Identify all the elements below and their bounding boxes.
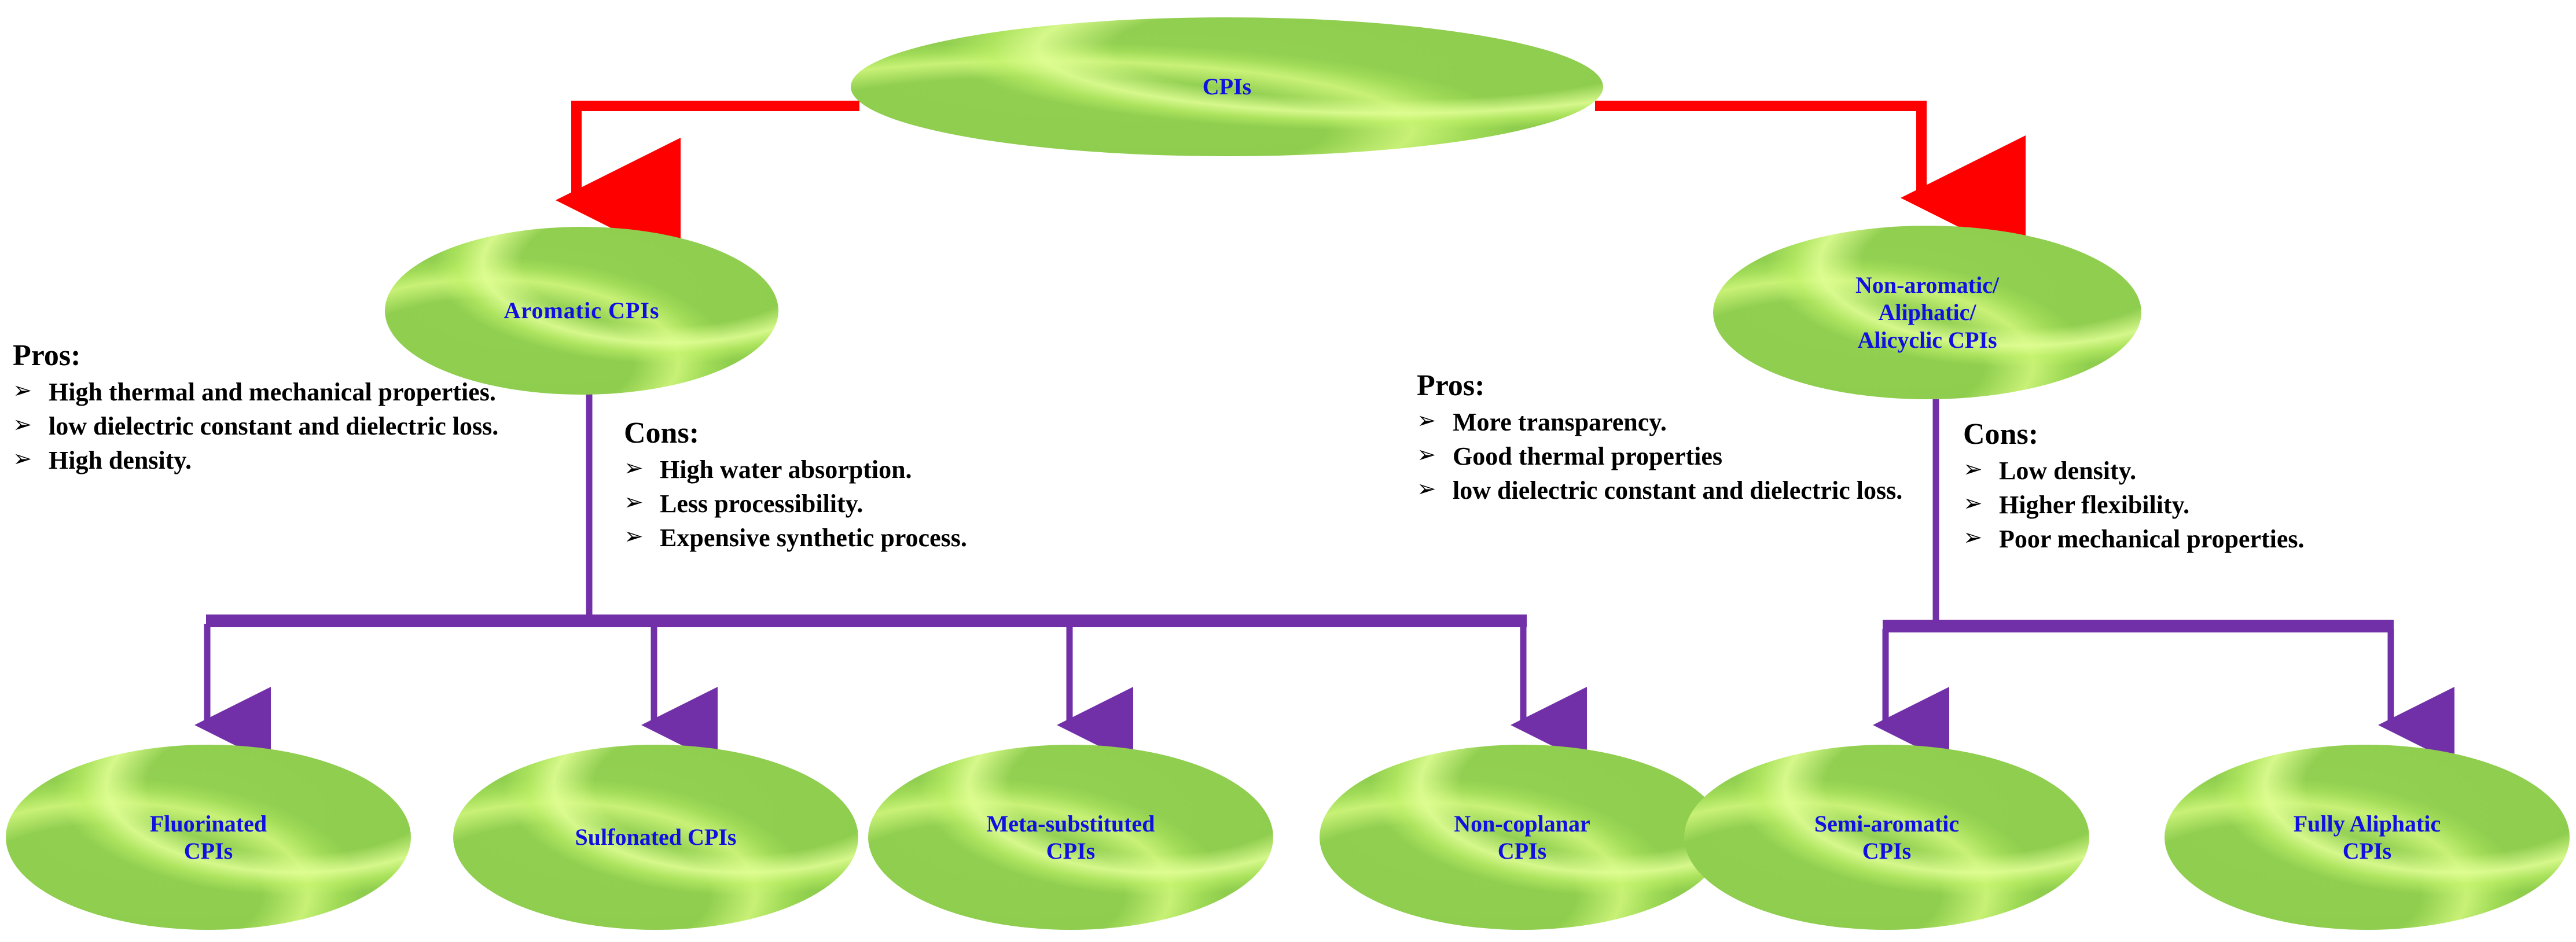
connector-root-to-non-aromatic	[1595, 101, 2026, 260]
list-item-text: More transparency.	[1453, 407, 1667, 436]
pros-heading: Pros:	[1417, 369, 1485, 402]
node-fluorinated-cpis-label: Fluorinated CPIs	[148, 810, 269, 864]
node-meta-substituted-cpis[interactable]: Meta-substituted CPIs	[868, 745, 1273, 930]
node-non-aromatic-cpis-label: Non-aromatic/ Aliphatic/ Alicyclic CPIs	[1853, 271, 2001, 354]
node-aromatic-cpis-label: Aromatic CPIs	[504, 297, 660, 324]
leaf-line-1: Non-coplanar	[1454, 810, 1590, 837]
list-item: ➢ High water absorption.	[624, 453, 1191, 486]
list-item-text: Good thermal properties	[1453, 441, 1723, 470]
node-non-aromatic-cpis[interactable]: Non-aromatic/ Aliphatic/ Alicyclic CPIs	[1713, 226, 2141, 399]
list-item: ➢ High thermal and mechanical properties…	[13, 376, 580, 409]
list-item: ➢ Expensive synthetic process.	[624, 521, 1191, 554]
leaf-line-1: Fully Aliphatic	[2293, 810, 2441, 837]
arrow-bullet-icon: ➢	[1417, 475, 1436, 502]
arrow-bullet-icon: ➢	[13, 411, 32, 438]
node-fluorinated-cpis[interactable]: Fluorinated CPIs	[6, 745, 411, 930]
node-semi-aromatic-cpis[interactable]: Semi-aromatic CPIs	[1684, 745, 2089, 930]
list-item-text: low dielectric constant and dielectric l…	[1453, 476, 1903, 505]
list-item: ➢ High density.	[13, 444, 580, 477]
list-item-text: High water absorption.	[660, 455, 912, 484]
node-sulfonated-cpis-label: Sulfonated CPIs	[575, 824, 737, 851]
leaf-line-2: CPIs	[2342, 838, 2392, 864]
arrow-bullet-icon: ➢	[1963, 490, 1983, 517]
cons-heading: Cons:	[1963, 418, 2039, 451]
leaf-line-2: CPIs	[183, 838, 233, 864]
list-item-text: High thermal and mechanical properties.	[49, 377, 496, 406]
list-item-text: Higher flexibility.	[1999, 490, 2190, 519]
arrow-bullet-icon: ➢	[1963, 524, 1983, 551]
arrow-bullet-icon: ➢	[624, 454, 644, 481]
list-item: ➢ Low density.	[1963, 454, 2548, 487]
cons-list: ➢ Low density. ➢ Higher flexibility. ➢ P…	[1963, 454, 2548, 556]
list-item-text: Less processibility.	[660, 489, 863, 518]
pros-list: ➢ More transparency. ➢ Good thermal prop…	[1417, 406, 1938, 507]
connector-non-aromatic-bus	[1873, 399, 2454, 763]
list-item: ➢ Less processibility.	[624, 487, 1191, 520]
list-item-text: low dielectric constant and dielectric l…	[49, 411, 499, 440]
list-item: ➢ Poor mechanical properties.	[1963, 522, 2548, 555]
list-item-text: Poor mechanical properties.	[1999, 524, 2305, 553]
pros-list: ➢ High thermal and mechanical properties…	[13, 376, 580, 477]
leaf-line-2: CPIs	[1497, 838, 1547, 864]
arrow-bullet-icon: ➢	[624, 488, 644, 516]
list-item-text: Low density.	[1999, 456, 2137, 485]
node-non-coplanar-cpis[interactable]: Non-coplanar CPIs	[1320, 745, 1725, 930]
connector-root-to-aromatic	[556, 101, 859, 263]
node-fully-aliphatic-cpis-label: Fully Aliphatic CPIs	[2291, 810, 2443, 864]
pros-block-aromatic: Pros: ➢ High thermal and mechanical prop…	[13, 340, 580, 478]
leaf-line-2: CPIs	[1862, 838, 1912, 864]
cons-block-non-aromatic: Cons: ➢ Low density. ➢ Higher flexibilit…	[1963, 418, 2548, 557]
list-item: ➢ Good thermal properties	[1417, 440, 1938, 473]
list-item: ➢ low dielectric constant and dielectric…	[1417, 474, 1938, 507]
arrow-bullet-icon: ➢	[1417, 441, 1436, 468]
arrow-bullet-icon: ➢	[624, 522, 644, 550]
list-item: ➢ Higher flexibility.	[1963, 488, 2548, 521]
list-item-text: Expensive synthetic process.	[660, 523, 967, 552]
leaf-line-1: Meta-substituted	[986, 810, 1155, 837]
arrow-bullet-icon: ➢	[1963, 455, 1983, 483]
list-item-text: High density.	[49, 446, 192, 474]
node-line-3: Alicyclic CPIs	[1857, 326, 1997, 353]
connector-aromatic-bus	[194, 391, 1587, 763]
node-non-coplanar-cpis-label: Non-coplanar CPIs	[1451, 810, 1593, 864]
node-semi-aromatic-cpis-label: Semi-aromatic CPIs	[1812, 810, 1961, 864]
cons-heading: Cons:	[624, 417, 700, 450]
node-line-2: Aliphatic/	[1878, 299, 1976, 326]
node-line-1: Non-aromatic/	[1855, 272, 2000, 299]
arrow-bullet-icon: ➢	[13, 377, 32, 404]
node-cpis-root-label: CPIs	[1202, 73, 1252, 100]
list-item: ➢ More transparency.	[1417, 406, 1938, 439]
cons-list: ➢ High water absorption. ➢ Less processi…	[624, 453, 1191, 555]
pros-heading: Pros:	[13, 339, 81, 372]
leaf-line-2: CPIs	[1046, 838, 1096, 864]
list-item: ➢ low dielectric constant and dielectric…	[13, 410, 580, 443]
leaf-line-1: Fluorinated	[149, 810, 267, 837]
pros-block-non-aromatic: Pros: ➢ More transparency. ➢ Good therma…	[1417, 370, 1938, 508]
node-meta-substituted-cpis-label: Meta-substituted CPIs	[984, 810, 1157, 864]
node-cpis-root[interactable]: CPIs	[851, 17, 1603, 156]
node-sulfonated-cpis[interactable]: Sulfonated CPIs	[453, 745, 858, 930]
cons-block-aromatic: Cons: ➢ High water absorption. ➢ Less pr…	[624, 417, 1191, 555]
arrow-bullet-icon: ➢	[1417, 407, 1436, 434]
node-fully-aliphatic-cpis[interactable]: Fully Aliphatic CPIs	[2165, 745, 2570, 930]
leaf-line-1: Semi-aromatic	[1814, 810, 1960, 837]
arrow-bullet-icon: ➢	[13, 445, 32, 472]
